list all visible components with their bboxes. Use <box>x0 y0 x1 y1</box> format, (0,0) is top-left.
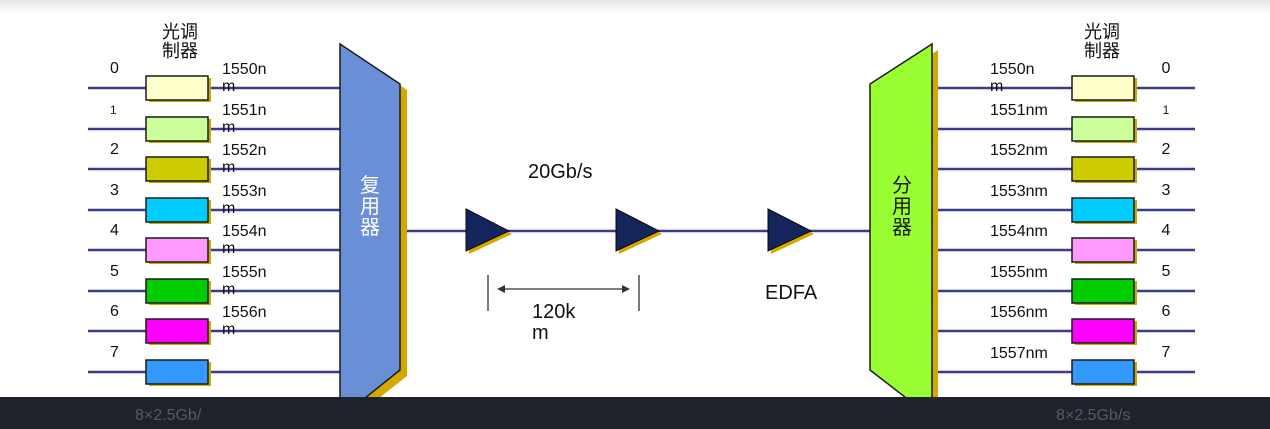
left-channel-label-3: 3 <box>110 182 119 199</box>
right-wavelength-label-7: 1557nm <box>990 345 1048 362</box>
right-modulator-7 <box>1071 359 1135 385</box>
right-modulator-title: 光调制器 <box>1084 22 1120 61</box>
devices <box>145 42 1137 424</box>
span-arrow-head-left <box>497 285 505 293</box>
right-modulator-6 <box>1071 318 1135 344</box>
top-bar <box>0 0 1270 14</box>
right-modulator-5 <box>1071 278 1135 304</box>
amplifier-3 <box>767 208 813 252</box>
demultiplexer <box>869 42 933 420</box>
right-channel-label-1: 1 <box>1163 103 1170 117</box>
right-channel-label-7: 7 <box>1162 344 1171 361</box>
span-arrow-head-right <box>622 285 630 293</box>
right-wavelength-label-5: 1555nm <box>990 264 1048 281</box>
left-channel-label-7: 7 <box>110 344 119 361</box>
left-channel-label-5: 5 <box>110 263 119 280</box>
right-wavelength-label-2: 1552nm <box>990 142 1048 159</box>
right-modulator-2 <box>1071 156 1135 182</box>
right-wavelength-label-1: 1551nm <box>990 102 1048 119</box>
right-modulator-0 <box>1071 75 1135 101</box>
left-modulator-3 <box>145 197 209 223</box>
left-modulator-2 <box>145 156 209 182</box>
right-wavelength-label-4: 1554nm <box>990 223 1048 240</box>
left-channel-label-1: 1 <box>110 103 117 117</box>
left-channel-label-6: 6 <box>110 303 119 320</box>
left-channel-label-4: 4 <box>110 222 119 239</box>
left-channel-label-0: 0 <box>110 60 119 77</box>
right-channel-label-6: 6 <box>1162 303 1171 320</box>
left-modulator-1 <box>145 116 209 142</box>
right-channel-label-3: 3 <box>1162 182 1171 199</box>
bottom-bar <box>0 397 1270 429</box>
left-modulator-title: 光调制器 <box>162 22 198 61</box>
edfa-label: EDFA <box>765 282 818 304</box>
right-channel-label-4: 4 <box>1162 222 1171 239</box>
left-modulator-7 <box>145 359 209 385</box>
left-modulator-0 <box>145 75 209 101</box>
left-modulator-5 <box>145 278 209 304</box>
left-channel-label-2: 2 <box>110 141 119 158</box>
demultiplexer-label: 分用器 <box>892 174 912 239</box>
left-modulator-6 <box>145 318 209 344</box>
right-wavelength-label-3: 1553nm <box>990 183 1048 200</box>
right-wavelength-label-6: 1556nm <box>990 304 1048 321</box>
right-modulator-1 <box>1071 116 1135 142</box>
right-modulator-3 <box>1071 197 1135 223</box>
right-channel-label-0: 0 <box>1162 60 1171 77</box>
right-modulator-4 <box>1071 237 1135 263</box>
amplifier-1 <box>465 208 511 252</box>
amplifier-2 <box>615 208 661 252</box>
multiplexer-label: 复用器 <box>360 174 380 239</box>
left-modulator-4 <box>145 237 209 263</box>
link-rate-label: 20Gb/s <box>528 161 592 183</box>
right-channel-label-2: 2 <box>1162 141 1171 158</box>
right-channel-label-5: 5 <box>1162 263 1171 280</box>
multiplexer <box>339 42 401 420</box>
